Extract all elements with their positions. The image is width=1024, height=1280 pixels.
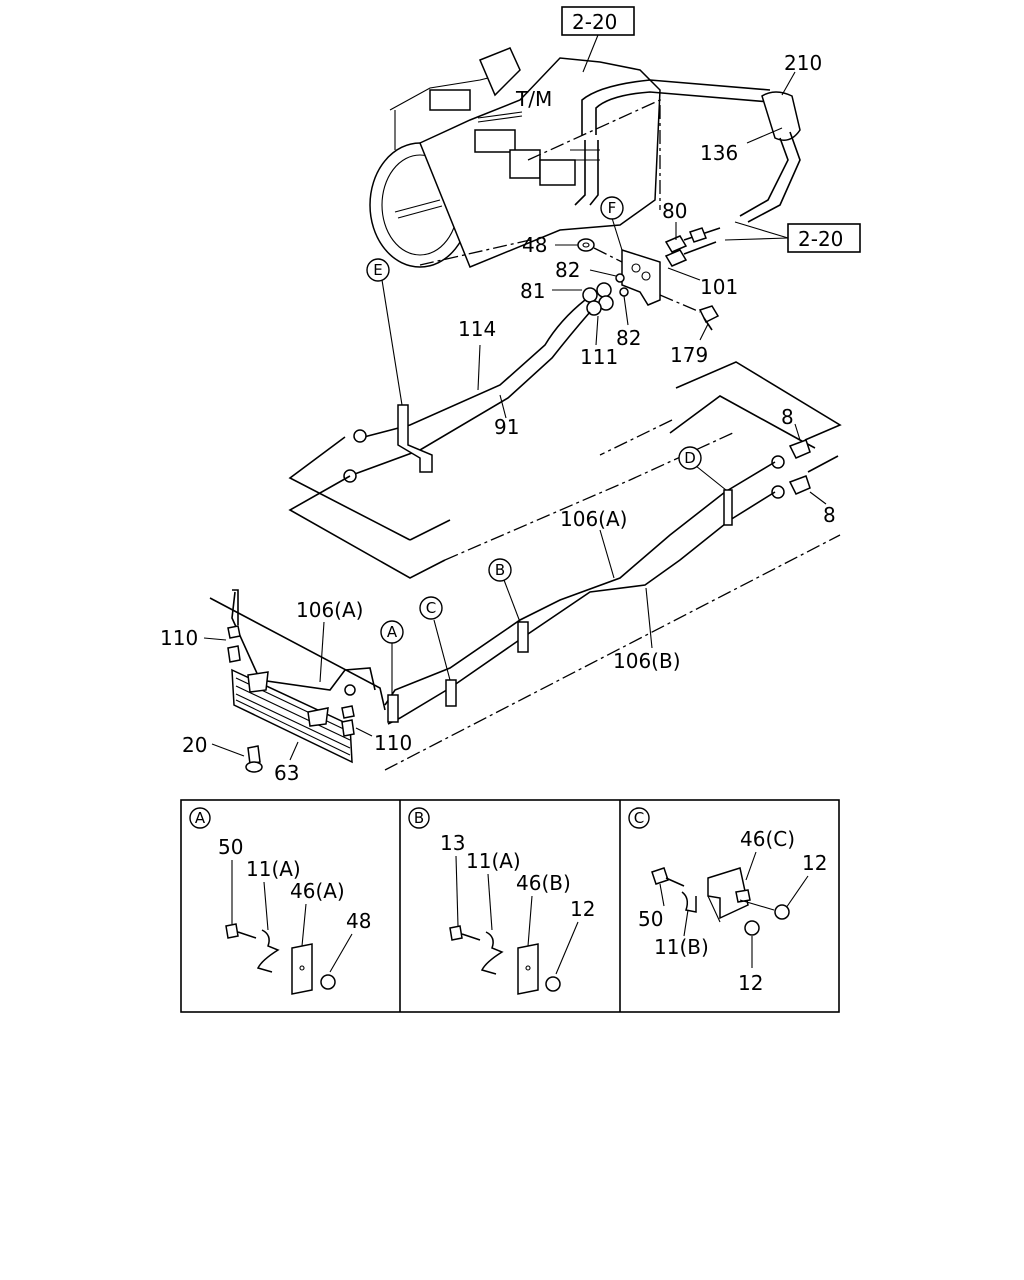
detail-c-label-3: 50 — [638, 907, 663, 931]
label-136: 136 — [700, 141, 738, 165]
label-63: 63 — [274, 761, 299, 785]
svg-text:A: A — [387, 623, 398, 641]
label-81: 81 — [520, 279, 545, 303]
detail-b-label-1: 13 — [440, 831, 465, 855]
detail-panel — [180, 799, 840, 1013]
detail-box-a: A 50 11(A) 46(A) 48 — [189, 807, 371, 995]
label-101: 101 — [700, 275, 738, 299]
detail-c-label-2: 12 — [802, 851, 827, 875]
oil-cooler-63: 63 — [231, 668, 353, 785]
detail-c-label-5: 12 — [738, 971, 763, 995]
detail-a-label-4: 48 — [346, 909, 371, 933]
cooler-hoses: 210 136 — [570, 51, 822, 223]
detail-b-label-2: 11(A) — [466, 849, 521, 873]
bolt-179 — [698, 305, 720, 331]
studs-8: 8 8 — [771, 405, 836, 527]
label-82-upper: 82 — [555, 258, 580, 282]
pipes-106: D 106(A) 106(B) B C A — [380, 446, 776, 725]
label-91: 91 — [494, 415, 519, 439]
label-110-right: 110 — [374, 731, 412, 755]
label-110-left: 110 — [160, 626, 198, 650]
detail-c-label-1: 46(C) — [740, 827, 795, 851]
frame-outlines — [288, 361, 842, 579]
detail-box-b: B 13 11(A) 46(B) 12 — [408, 807, 595, 995]
callout-d: D — [678, 446, 702, 470]
svg-text:F: F — [608, 199, 617, 217]
reference-top-label: 2-20 — [572, 10, 617, 34]
svg-text:E: E — [373, 261, 382, 279]
label-114: 114 — [458, 317, 496, 341]
washer-48 — [577, 238, 595, 252]
tm-label: T/M — [515, 87, 552, 111]
detail-c-label-4: 11(B) — [654, 935, 709, 959]
bolt-80 — [664, 227, 721, 267]
detail-a-label-3: 46(A) — [290, 879, 345, 903]
label-106a-right: 106(A) — [560, 507, 627, 531]
detail-b-label-4: 12 — [570, 897, 595, 921]
callout-c: C — [419, 596, 443, 620]
detail-b-letter: B — [414, 809, 424, 827]
label-179: 179 — [670, 343, 708, 367]
label-111: 111 — [580, 345, 618, 369]
reference-right-label: 2-20 — [798, 227, 843, 251]
detail-a-label-1: 50 — [218, 835, 243, 859]
detail-a-label-2: 11(A) — [246, 857, 301, 881]
label-8-upper: 8 — [781, 405, 794, 429]
pipes-114-91: 114 91 E — [343, 258, 591, 483]
label-48: 48 — [522, 233, 547, 257]
detail-box-c: C 46(C) 12 50 11(B) 12 — [628, 807, 827, 995]
label-80: 80 — [662, 199, 687, 223]
bracket-f-assembly: F 80 48 82 101 82 8 — [520, 196, 738, 369]
label-8-lower: 8 — [823, 503, 836, 527]
label-20: 20 — [182, 733, 207, 757]
callout-e: E — [366, 258, 390, 282]
detail-a-letter: A — [195, 809, 206, 827]
label-106a-left: 106(A) — [296, 598, 363, 622]
label-82-lower: 82 — [616, 326, 641, 350]
callout-f: F — [600, 196, 624, 220]
detail-c-letter: C — [634, 809, 644, 827]
transmission: T/M — [369, 47, 661, 268]
svg-text:B: B — [495, 561, 505, 579]
label-106b: 106(B) — [613, 649, 681, 673]
fasteners-110: 110 110 20 — [160, 625, 412, 773]
label-210: 210 — [784, 51, 822, 75]
lower-frame — [209, 534, 841, 771]
callout-a: A — [380, 620, 404, 644]
nuts-81 — [582, 282, 614, 316]
svg-text:C: C — [426, 599, 436, 617]
detail-b-label-3: 46(B) — [516, 871, 571, 895]
svg-text:D: D — [684, 449, 696, 467]
callout-b: B — [488, 558, 512, 582]
reference-box-top: 2-20 — [561, 6, 635, 73]
reference-box-right: 2-20 — [724, 221, 861, 253]
